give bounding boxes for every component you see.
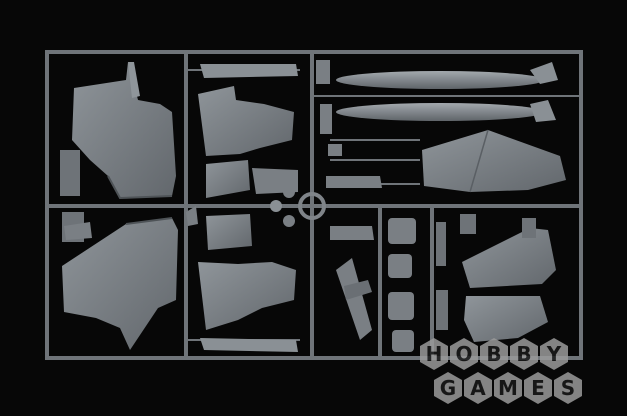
small-parts <box>330 214 476 352</box>
tail-parts-upper <box>198 64 298 198</box>
watermark-letter: B <box>510 338 538 370</box>
watermark-letter: B <box>480 338 508 370</box>
tail-parts-lower <box>198 214 298 352</box>
watermark-row-1: H O B B Y <box>420 338 568 370</box>
fuselage-half-upper <box>60 62 176 200</box>
wing-lower <box>462 218 556 342</box>
watermark-letter: O <box>450 338 478 370</box>
small-parts-top <box>270 60 382 212</box>
watermark-letter: S <box>554 372 582 404</box>
small-parts-left <box>64 206 198 240</box>
watermark-letter: G <box>434 372 462 404</box>
wing-upper <box>422 129 566 193</box>
watermark-letter: H <box>420 338 448 370</box>
watermark-letter: Y <box>540 338 568 370</box>
watermark-letter: M <box>494 372 522 404</box>
watermark-letter: E <box>524 372 552 404</box>
watermark-letter: A <box>464 372 492 404</box>
watermark-row-2: G A M E S <box>434 372 582 404</box>
sprue-frame <box>45 50 583 360</box>
drop-tanks <box>336 62 558 122</box>
hobbygames-watermark: H O B B Y G A M E S <box>420 338 627 416</box>
